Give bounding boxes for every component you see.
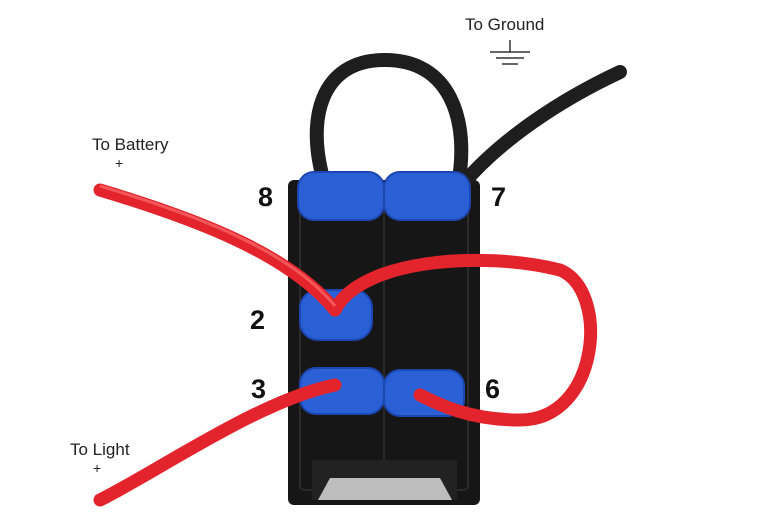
red-wires bbox=[93, 183, 598, 507]
to-battery-label: To Battery bbox=[92, 135, 169, 154]
to-light-label: To Light bbox=[70, 440, 130, 459]
ground-symbol-icon bbox=[490, 40, 530, 65]
pin-3-label: 3 bbox=[251, 374, 267, 404]
ground-wires bbox=[309, 52, 627, 192]
pin-8-label: 8 bbox=[258, 182, 274, 212]
pin-6-label: 6 bbox=[485, 374, 501, 404]
pin-7-label: 7 bbox=[491, 182, 507, 212]
pin-2-label: 2 bbox=[250, 305, 266, 335]
to-ground-label: To Ground bbox=[465, 15, 545, 34]
switch-body bbox=[288, 180, 480, 505]
battery-positive-sign: + bbox=[115, 155, 124, 171]
light-positive-sign: + bbox=[93, 460, 102, 476]
